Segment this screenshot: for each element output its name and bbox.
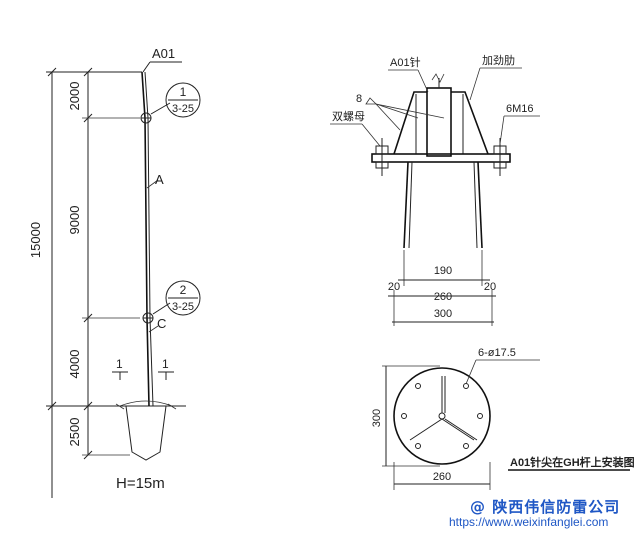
section-mark-right: 1 — [162, 357, 169, 371]
label-double-nut: 双螺母 — [332, 110, 365, 123]
callout-1-ref: 3-25 — [172, 103, 194, 115]
dim-300-top: 300 — [434, 308, 452, 320]
label-bolt-spec: 6M16 — [506, 103, 534, 115]
callout-2-number: 2 — [180, 283, 187, 297]
dim-20-left: 20 — [388, 281, 400, 293]
watermark-url[interactable]: https://www.weixinfanglei.com — [449, 515, 609, 529]
base-plate-plan: 6-ø17.5 300 260 A01针尖在GH杆上安装图 — [371, 347, 635, 490]
label-a01: A01 — [152, 46, 175, 61]
watermark-company: @ 陕西伟信防雷公司 — [470, 498, 621, 516]
base-plate-elevation: A01针 加劲肋 8 双螺母 6M16 190 20 260 20 300 — [330, 53, 540, 326]
label-stiffener: 加劲肋 — [482, 53, 515, 67]
pole-elevation: 15000 2000 9000 4000 2500 A01 1 3-25 — [28, 46, 201, 498]
label-weld-size: 8 — [356, 93, 362, 105]
dim-20-right: 20 — [484, 281, 496, 293]
dim-2000: 2000 — [67, 82, 82, 111]
dim-260-top: 260 — [434, 291, 452, 303]
label-section-a: A — [155, 172, 164, 187]
section-mark-left: 1 — [116, 357, 123, 371]
label-section-c: C — [157, 316, 166, 331]
dim-total-15000: 15000 — [28, 222, 43, 258]
dim-2500: 2500 — [67, 418, 82, 447]
pole-height-title: H=15m — [116, 475, 165, 492]
dim-300-plan: 300 — [371, 409, 383, 427]
dim-4000: 4000 — [67, 350, 82, 379]
callout-1-number: 1 — [180, 85, 187, 99]
dim-260-plan: 260 — [433, 471, 451, 483]
label-bolt-holes: 6-ø17.5 — [478, 347, 516, 359]
figure-caption: A01针尖在GH杆上安装图 — [510, 455, 635, 469]
dim-9000: 9000 — [67, 206, 82, 235]
callout-2-ref: 3-25 — [172, 301, 194, 313]
dim-190: 190 — [434, 265, 452, 277]
label-a01-needle: A01针 — [390, 55, 421, 69]
